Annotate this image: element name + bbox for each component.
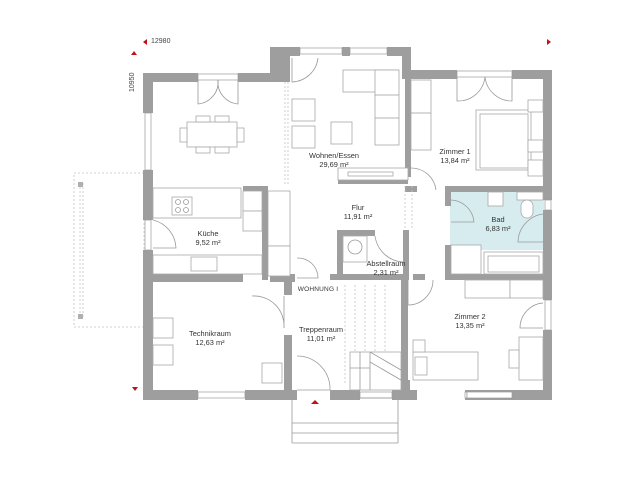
room-area: 11,01 m² [306,334,336,343]
width-dimension: 12980 [151,38,171,45]
staircase [344,285,402,391]
room-name: Bad [491,215,505,224]
room-wohnen-essen: Wohnen/Essen 29,69 m² [309,151,359,169]
room-area: 13,84 m² [440,156,470,165]
unit-label: WOHNUNG I [297,286,339,293]
room-name: Flur [351,203,365,212]
room-area: 11,91 m² [343,212,373,221]
entrance-steps [291,397,399,444]
interior-walls [143,77,552,395]
room-name: Küche [197,229,219,238]
room-area: 12,63 m² [195,338,225,347]
room-technikraum: Technikraum 12,63 m² [189,329,231,347]
doors [152,57,544,391]
room-area: 13,35 m² [455,321,485,330]
room-name: Wohnen/Essen [309,151,359,160]
room-name: Zimmer 2 [454,312,486,321]
room-abstellraum: Abstellraum 2,31 m² [366,259,405,277]
room-area: 29,69 m² [319,160,349,169]
room-name: Zimmer 1 [439,147,471,156]
room-zimmer-1: Zimmer 1 13,84 m² [439,147,470,165]
exterior-walls [143,47,552,400]
room-name: Abstellraum [366,259,406,268]
triangle-down-icon [132,387,138,391]
triangle-left-icon [143,39,147,45]
furniture [152,69,544,444]
room-treppenraum: Treppenraum 11,01 m² [299,325,343,343]
depth-dimension: 10950 [129,72,136,92]
triangle-up-icon [131,51,137,55]
room-bad: Bad 6,83 m² [485,215,510,233]
room-zimmer-2: Zimmer 2 13,35 m² [454,312,485,330]
room-name: Technikraum [189,329,231,338]
room-flur: Flur 11,91 m² [344,203,373,221]
room-area: 2,31 m² [373,268,399,277]
room-area: 9,52 m² [195,238,221,247]
triangle-right-icon [547,39,551,45]
room-kueche: Küche 9,52 m² [195,229,220,247]
terrace [73,172,145,328]
room-area: 6,83 m² [485,224,511,233]
entrance-triangle-up-icon [311,400,319,404]
room-name: Treppenraum [298,325,344,334]
